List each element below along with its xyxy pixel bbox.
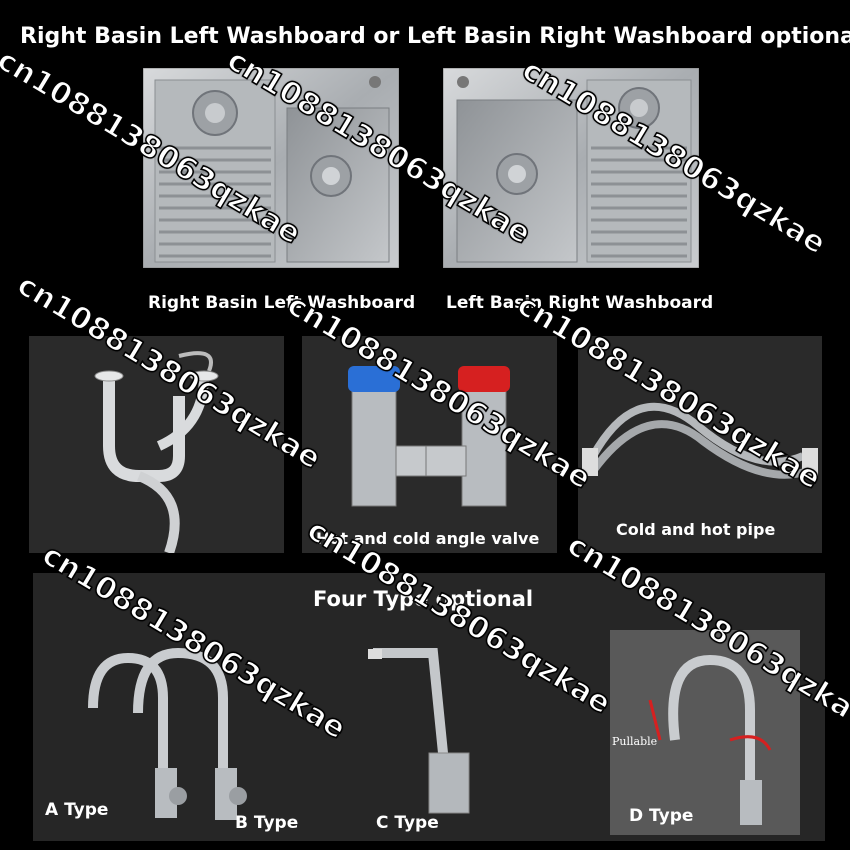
faucet-panel: Four Type optional Pullable A Type B Typ…	[33, 573, 825, 841]
sink-image-left-basin	[442, 67, 700, 269]
faucet-type-b-label: B Type	[235, 813, 299, 833]
angle-valve-caption: Hot and cold angle valve	[316, 529, 540, 548]
angle-valve-panel: Hot and cold angle valve	[302, 336, 557, 553]
drain-kit-panel	[29, 336, 284, 555]
faucet-heading: Four Type optional	[313, 587, 534, 611]
faucet-c-image	[368, 648, 470, 814]
faucet-d-frame: Pullable	[610, 630, 800, 835]
sink-caption-left-basin: Left Basin Right Washboard	[446, 293, 714, 313]
hose-caption: Cold and hot pipe	[616, 520, 776, 539]
faucet-type-d-label: D Type	[629, 806, 694, 826]
faucet-d-image	[648, 654, 772, 825]
faucet-type-c-label: C Type	[376, 813, 439, 833]
faucet-a-b-image	[88, 647, 247, 820]
hose-panel: Cold and hot pipe	[578, 336, 822, 553]
sink-caption-right-basin: Right Basin Left Washboard	[148, 293, 416, 313]
faucet-type-a-label: A Type	[45, 800, 109, 820]
sink-image-right-basin	[142, 67, 400, 269]
page-title: Right Basin Left Washboard or Left Basin…	[20, 24, 850, 49]
pullable-note: Pullable	[612, 735, 658, 748]
